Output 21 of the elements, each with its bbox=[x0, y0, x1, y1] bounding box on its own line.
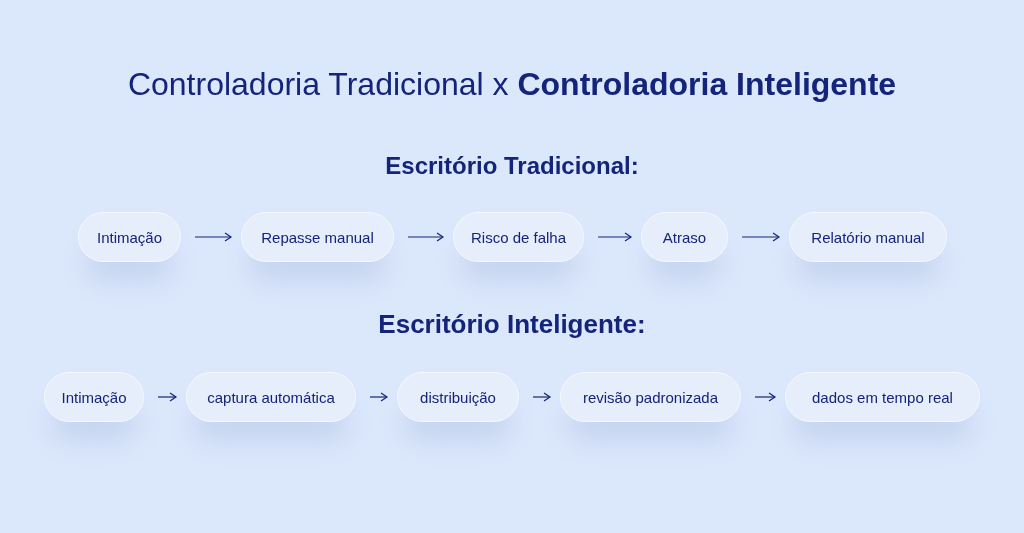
title: Controladoria Tradicional x Controladoria Inteligente bbox=[126, 66, 898, 103]
step-pill: Repasse manual bbox=[241, 212, 394, 262]
step-pill: Intimação bbox=[44, 372, 144, 422]
step-pill: Atraso bbox=[641, 212, 728, 262]
arrow bbox=[157, 392, 177, 402]
arrow bbox=[741, 232, 780, 242]
arrow bbox=[369, 392, 388, 402]
arrow bbox=[407, 232, 444, 242]
section-heading: Escritório Inteligente: bbox=[377, 309, 647, 340]
step-pill: Relatório manual bbox=[789, 212, 947, 262]
arrow bbox=[194, 232, 232, 242]
step-pill: Risco de falha bbox=[453, 212, 584, 262]
arrow bbox=[597, 232, 632, 242]
step-pill: Intimação bbox=[78, 212, 181, 262]
step-pill: revisão padronizada bbox=[560, 372, 741, 422]
arrow bbox=[754, 392, 776, 402]
step-pill: distribuição bbox=[397, 372, 519, 422]
arrow bbox=[532, 392, 551, 402]
section-heading: Escritório Tradicional: bbox=[384, 152, 640, 180]
step-pill: captura automática bbox=[186, 372, 356, 422]
step-pill: dados em tempo real bbox=[785, 372, 980, 422]
